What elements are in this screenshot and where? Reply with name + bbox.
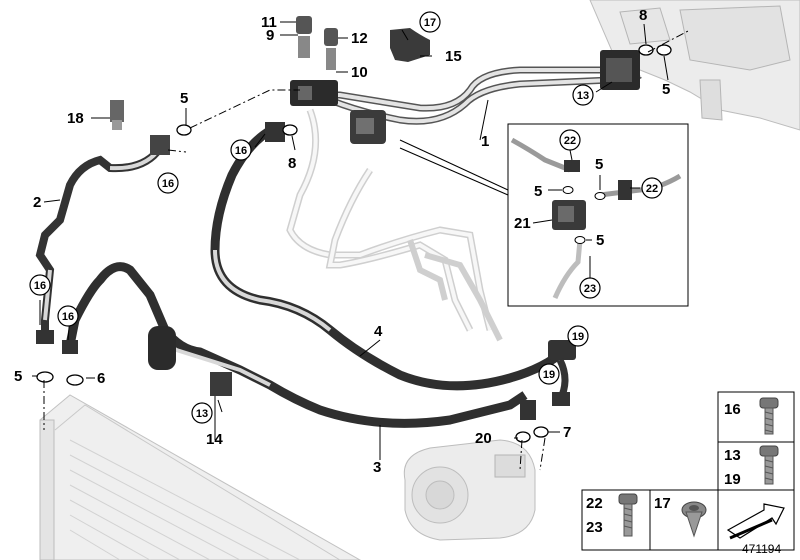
reference-number: 471194 [742, 542, 781, 556]
legend-label-22: 22 [586, 495, 603, 512]
part-labels: 1 2 3 4 5 5 5 5 5 5 6 7 8 8 9 10 11 12 1… [14, 7, 670, 476]
legend-label-16: 16 [724, 401, 741, 418]
label-21: 21 [514, 215, 531, 232]
legend-box-17 [649, 489, 719, 551]
screw-icon [618, 493, 638, 537]
pipe-1 [290, 50, 642, 144]
hardware-legend: 16 13 19 22 23 17 [581, 391, 795, 551]
screw-icon [759, 397, 779, 435]
condenser [39, 394, 362, 560]
clip-nut-icon [681, 501, 707, 538]
label-1: 1 [481, 133, 489, 150]
legend-label-23: 23 [586, 519, 603, 536]
circled-label-16-left: 16 [34, 280, 46, 292]
label-5-inset-bottom: 5 [596, 232, 604, 249]
leader-lines [32, 21, 669, 460]
legend-box-13-19 [717, 441, 795, 491]
circled-label-16-lower: 16 [62, 311, 74, 323]
label-20: 20 [475, 430, 492, 447]
small-fittings [110, 16, 536, 420]
compressor [403, 439, 536, 541]
circled-label-16-center: 16 [235, 145, 247, 157]
circled-label-22-right: 22 [646, 183, 658, 195]
evaporator-housing [589, 0, 800, 131]
screw-icon [759, 445, 779, 485]
label-15: 15 [445, 48, 462, 65]
legend-label-17: 17 [654, 495, 671, 512]
circled-label-13-top: 13 [577, 90, 589, 102]
label-10: 10 [351, 64, 368, 81]
orientation-arrow-icon [726, 503, 785, 540]
circled-label-13-bottom: 13 [196, 408, 208, 420]
circled-label-19-lower: 19 [543, 369, 555, 381]
label-5-inset-left: 5 [534, 183, 542, 200]
legend-label-13: 13 [724, 447, 741, 464]
circled-label-16-upper: 16 [162, 178, 174, 190]
dash-dot-lines [43, 29, 691, 471]
hose-4 [210, 122, 576, 406]
seal-rings [36, 44, 672, 443]
label-8-mid: 8 [288, 155, 296, 172]
hose-3 [62, 262, 528, 428]
legend-box-22-23 [581, 489, 651, 551]
detail-inset [507, 123, 689, 307]
label-8-top: 8 [639, 7, 647, 24]
label-5-bottom-left: 5 [14, 368, 22, 385]
label-5-inset-top: 5 [595, 156, 603, 173]
circled-label-23: 23 [584, 283, 596, 295]
ghost-pipes [286, 108, 503, 342]
label-6: 6 [97, 370, 105, 387]
label-9: 9 [266, 27, 274, 44]
hose-2 [35, 135, 170, 344]
circled-label-19-upper: 19 [572, 331, 584, 343]
circled-label-17: 17 [424, 17, 436, 29]
circled-label-22-top: 22 [564, 135, 576, 147]
label-5-top-right: 5 [662, 81, 670, 98]
circled-label-text: 13 13 16 16 16 16 17 19 19 22 22 23 [34, 17, 658, 420]
label-12: 12 [351, 30, 368, 47]
label-18: 18 [67, 110, 84, 127]
label-7: 7 [563, 424, 571, 441]
label-2: 2 [33, 194, 41, 211]
circled-labels [29, 11, 663, 424]
label-3: 3 [373, 459, 381, 476]
label-11: 11 [261, 14, 277, 31]
label-14: 14 [206, 431, 223, 448]
label-4: 4 [374, 323, 383, 340]
legend-label-19: 19 [724, 471, 741, 488]
label-5-top-left: 5 [180, 90, 188, 107]
